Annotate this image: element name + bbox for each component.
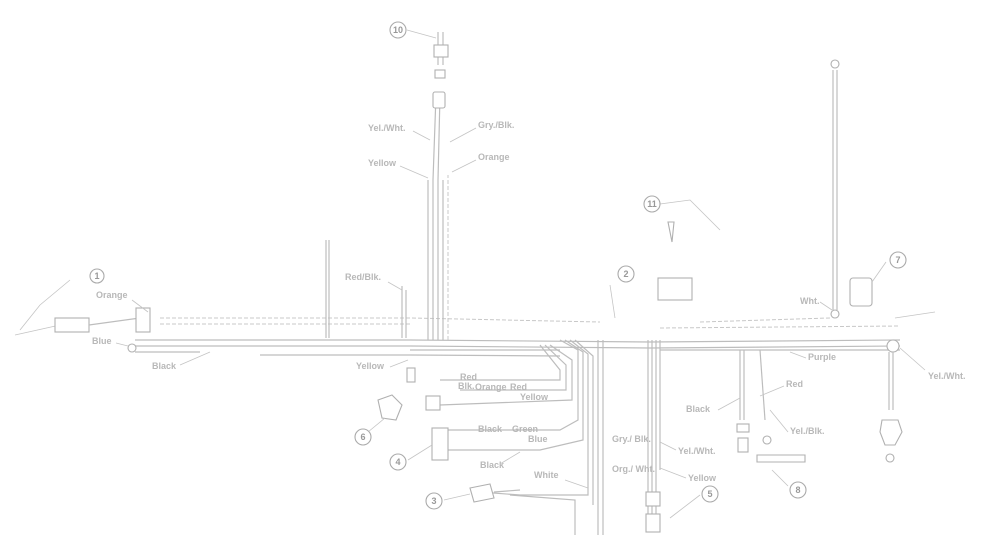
label-white-right: Wht.: [800, 296, 820, 306]
label-gry-blk-top: Gry./Blk.: [478, 120, 514, 130]
connector-7-body: [849, 261, 887, 307]
left-vertical-wire: [325, 240, 330, 338]
callout-1: 1: [89, 268, 105, 284]
bottom-connector: [645, 491, 661, 507]
mid-connector: [425, 395, 441, 411]
label-red-center: Red: [460, 372, 477, 382]
tall-wire: [830, 59, 840, 319]
svg-text:7: 7: [895, 255, 900, 265]
svg-text:11: 11: [647, 199, 657, 209]
label-yellow-top: Yellow: [368, 158, 397, 168]
label-orange-top: Orange: [478, 152, 510, 162]
connector-2-body: [609, 277, 693, 319]
wire-labels: Yel./Wht. Gry./Blk. Yellow Orange Orange…: [92, 120, 966, 483]
top-terminal: [433, 44, 449, 58]
label-white-bottom: White: [534, 470, 559, 480]
callout-6: 6: [354, 428, 372, 446]
svg-text:6: 6: [360, 432, 365, 442]
top-connector: [432, 91, 446, 109]
right-components: [736, 349, 806, 487]
callout-7: 7: [889, 251, 907, 269]
label-yellow-center: Yellow: [520, 392, 549, 402]
label-yel-wht-top: Yel./Wht.: [368, 123, 406, 133]
label-yellow-right: Yellow: [688, 473, 717, 483]
label-leaders: [115, 127, 833, 489]
svg-text:4: 4: [395, 457, 400, 467]
yellow-connector: [406, 367, 416, 383]
bottom-plug: [645, 513, 661, 533]
connector-6-body: [367, 394, 403, 433]
left-connector-group: [14, 279, 151, 353]
label-black-left: Black: [152, 361, 177, 371]
label-yel-wht-far: Yel./Wht.: [928, 371, 966, 381]
svg-text:1: 1: [94, 271, 99, 281]
svg-text:10: 10: [393, 25, 403, 35]
right-bundle: [645, 340, 701, 533]
callout-8: 8: [789, 481, 807, 499]
right-drop: [879, 311, 936, 463]
connector-2: [657, 277, 693, 301]
label-green-center: Green: [512, 424, 538, 434]
label-black-center: Black: [478, 424, 503, 434]
main-harness: [135, 317, 901, 357]
label-blue-left: Blue: [92, 336, 112, 346]
callout-2: 2: [617, 265, 635, 283]
connector-4: [431, 427, 449, 461]
label-yellow-mid: Yellow: [356, 361, 385, 371]
label-gry-blk-right: Gry./ Blk.: [612, 434, 651, 444]
label-red-blk: Red/Blk.: [345, 272, 381, 282]
label-purple-right: Purple: [808, 352, 836, 362]
red-blk-wire: [401, 286, 407, 338]
label-orange-left: Orange: [96, 290, 128, 300]
label-orange-center: Orange: [475, 382, 507, 392]
callout-5: 5: [701, 485, 719, 503]
right-plug: [879, 419, 903, 446]
top-connector-plug: [434, 69, 446, 79]
label-black-bottom: Black: [480, 460, 505, 470]
label-black-right: Black: [686, 404, 711, 414]
left-terminal: [127, 343, 137, 353]
center-bundle: [439, 339, 604, 535]
connector-4-body: [407, 427, 449, 461]
label-yel-blk-right: Yel./Blk.: [790, 426, 825, 436]
svg-text:8: 8: [795, 485, 800, 495]
label-org-wht: Org./ Wht.: [612, 464, 655, 474]
svg-text:5: 5: [707, 489, 712, 499]
label-red-right: Red: [786, 379, 803, 389]
connector-7: [849, 277, 873, 307]
callout-10: 10: [389, 21, 437, 39]
label-red-center2: Red: [510, 382, 527, 392]
callout-4: 4: [389, 453, 407, 471]
connector-8: [756, 454, 806, 463]
svg-text:3: 3: [431, 496, 436, 506]
connector-1-body: [443, 483, 521, 503]
callout-3: 3: [425, 492, 443, 510]
callout-11: 11: [643, 195, 661, 213]
top-harness: [427, 32, 449, 340]
svg-text:2: 2: [623, 269, 628, 279]
label-blue-center: Blue: [528, 434, 548, 444]
connector-11-body: [659, 199, 721, 243]
left-connector: [54, 317, 90, 333]
label-yel-wht-right: Yel./Wht.: [678, 446, 716, 456]
label-blk-center: Blk.: [458, 381, 475, 391]
